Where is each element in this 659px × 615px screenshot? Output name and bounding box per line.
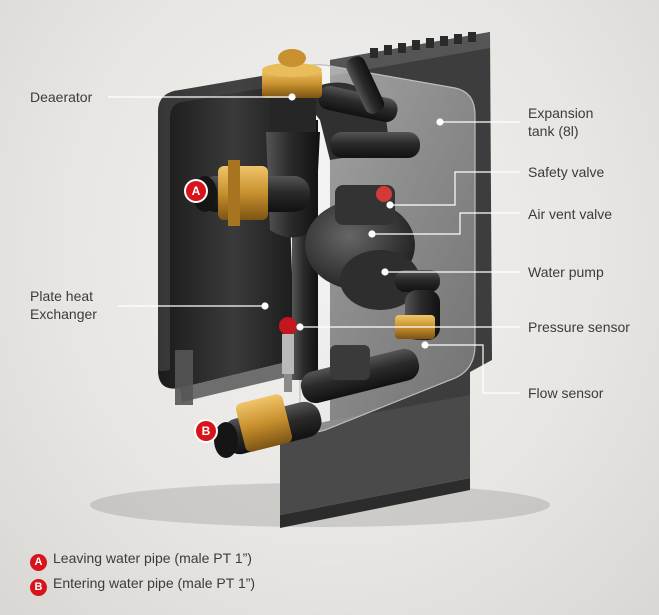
leader-lines: [108, 93, 520, 394]
leader-plate-hex-dot: [261, 302, 269, 310]
leader-air-vent: [372, 212, 520, 235]
label-air-vent-valve: Air vent valve: [528, 206, 613, 222]
leader-safety-valve-dot: [386, 201, 394, 209]
pipe-b: [214, 315, 435, 458]
label-plate-heat-exchanger-text: Plate heat Exchanger: [30, 288, 97, 322]
badge-a: A: [186, 181, 206, 201]
leader-pressure-sensor-dot: [296, 323, 304, 331]
legend-text-a: Leaving water pipe (male PT 1”): [53, 550, 252, 566]
label-safety-valve: Safety valve: [528, 164, 605, 180]
leader-deaerator-dot: [288, 93, 296, 101]
badge-b: B: [196, 421, 216, 441]
legend-badge-b: B: [30, 579, 47, 596]
leader-air-vent-dot: [368, 230, 376, 238]
legend-item-a: A Leaving water pipe (male PT 1”): [30, 548, 252, 571]
legend-item-b: B Entering water pipe (male PT 1”): [30, 573, 255, 596]
pipe-a: [193, 160, 310, 226]
label-water-pump: Water pump: [528, 264, 604, 280]
pump-assembly: [305, 185, 440, 340]
leader-safety-valve: [390, 171, 520, 206]
label-pressure-sensor: Pressure sensor: [528, 319, 630, 335]
label-flow-sensor: Flow sensor: [528, 385, 604, 401]
label-deaerator: Deaerator: [30, 89, 93, 105]
leader-water-pump-dot: [381, 268, 389, 276]
legend-text-b: Entering water pipe (male PT 1”): [53, 575, 256, 591]
pressure-sensor: [279, 317, 297, 392]
plate-heat-exchanger: [158, 72, 295, 405]
leader-expansion-tank-dot: [436, 118, 444, 126]
leader-flow-sensor-dot: [421, 341, 429, 349]
legend-badge-a: A: [30, 554, 47, 571]
top-pipe: [300, 56, 420, 160]
label-expansion-tank-text: Expansion tank (8l): [528, 105, 594, 139]
label-plate-heat-exchanger: Plate heat Exchanger: [30, 287, 140, 323]
leader-flow-sensor: [425, 344, 520, 394]
label-expansion-tank: Expansion tank (8l): [528, 104, 638, 140]
